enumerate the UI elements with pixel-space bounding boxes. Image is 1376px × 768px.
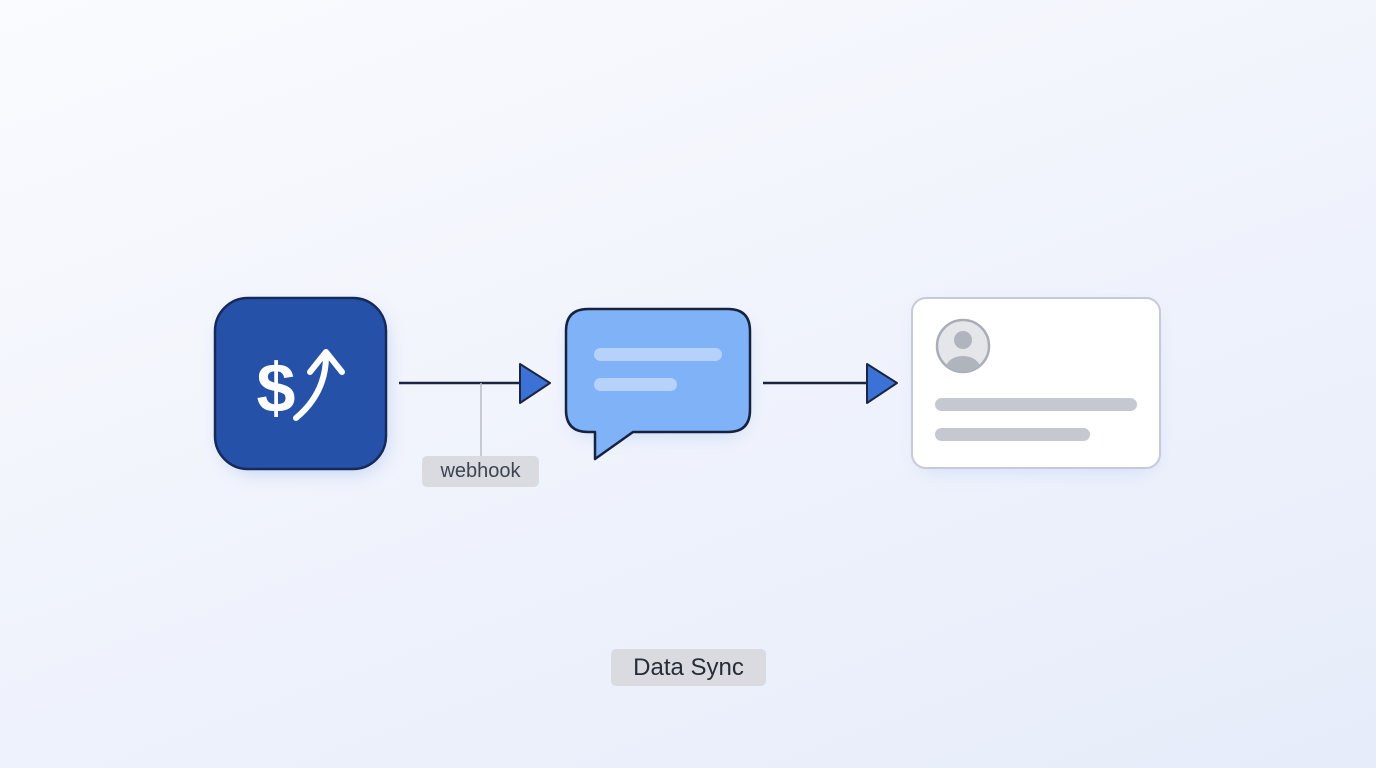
profile-line-2 bbox=[935, 428, 1090, 441]
avatar-shoulders bbox=[946, 356, 980, 372]
avatar-head bbox=[954, 331, 972, 349]
arrowhead-2 bbox=[866, 363, 898, 404]
up-arrow-head bbox=[307, 349, 345, 375]
profile-card-node bbox=[911, 297, 1161, 472]
connector-payment-to-message bbox=[399, 363, 551, 457]
user-avatar-icon bbox=[935, 318, 991, 374]
webhook-edge-label: webhook bbox=[422, 456, 539, 487]
message-line-2 bbox=[594, 378, 677, 391]
connector-message-to-profile bbox=[763, 363, 898, 404]
dollar-sign-glyph: $ bbox=[257, 349, 296, 427]
data-sync-caption: Data Sync bbox=[611, 649, 766, 686]
payment-node: $ bbox=[213, 296, 388, 474]
message-node bbox=[564, 307, 752, 461]
up-arrow-curve bbox=[293, 355, 329, 421]
message-line-1 bbox=[594, 348, 722, 361]
arrowhead-1 bbox=[519, 363, 551, 404]
profile-line-1 bbox=[935, 398, 1137, 411]
payment-node-box bbox=[213, 296, 388, 471]
dollar-up-arrow-icon: $ bbox=[257, 349, 345, 427]
